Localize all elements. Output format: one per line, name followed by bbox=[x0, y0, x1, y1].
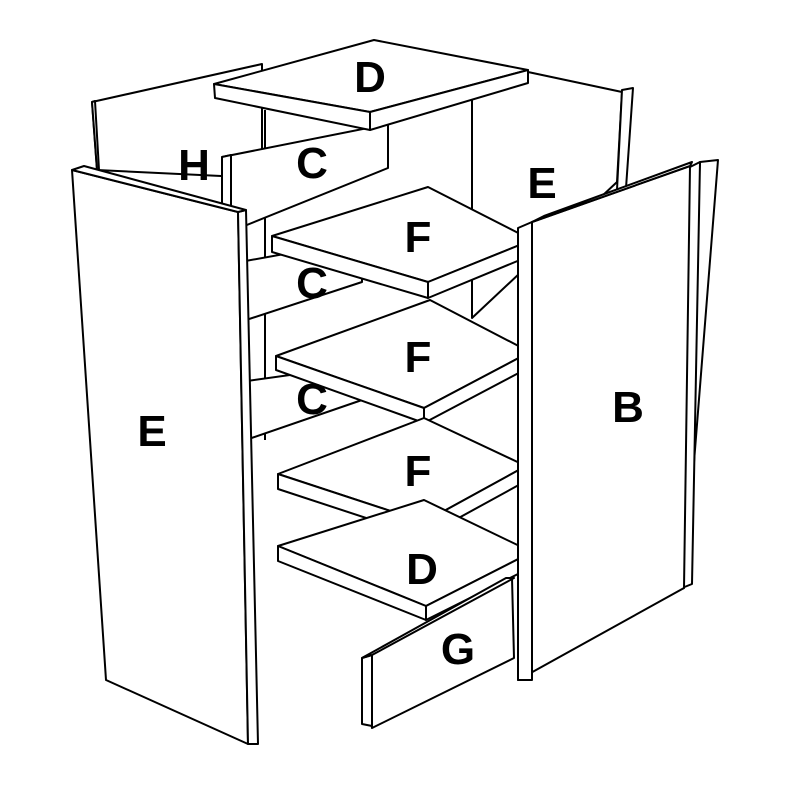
label-door: B bbox=[612, 383, 644, 432]
label-back-rail-middle: C bbox=[296, 259, 328, 308]
label-shelf-middle: F bbox=[405, 333, 432, 382]
label-shelf-top: F bbox=[405, 213, 432, 262]
label-right-side-panel: E bbox=[527, 159, 556, 208]
label-shelf-bottom: F bbox=[405, 447, 432, 496]
shelf-top-f bbox=[271, 186, 533, 299]
label-back-rail-top: C bbox=[296, 139, 328, 188]
door-b bbox=[517, 159, 719, 681]
label-plinth: G bbox=[441, 625, 475, 674]
label-back-panel: H bbox=[178, 141, 210, 190]
label-bottom-panel: D bbox=[406, 545, 438, 594]
label-back-rail-bottom: C bbox=[296, 375, 328, 424]
label-top-panel: D bbox=[354, 53, 386, 102]
label-left-side-panel: E bbox=[137, 407, 166, 456]
left-side-panel-e bbox=[71, 165, 259, 745]
plinth-g bbox=[361, 577, 515, 729]
top-panel-d bbox=[213, 39, 529, 131]
